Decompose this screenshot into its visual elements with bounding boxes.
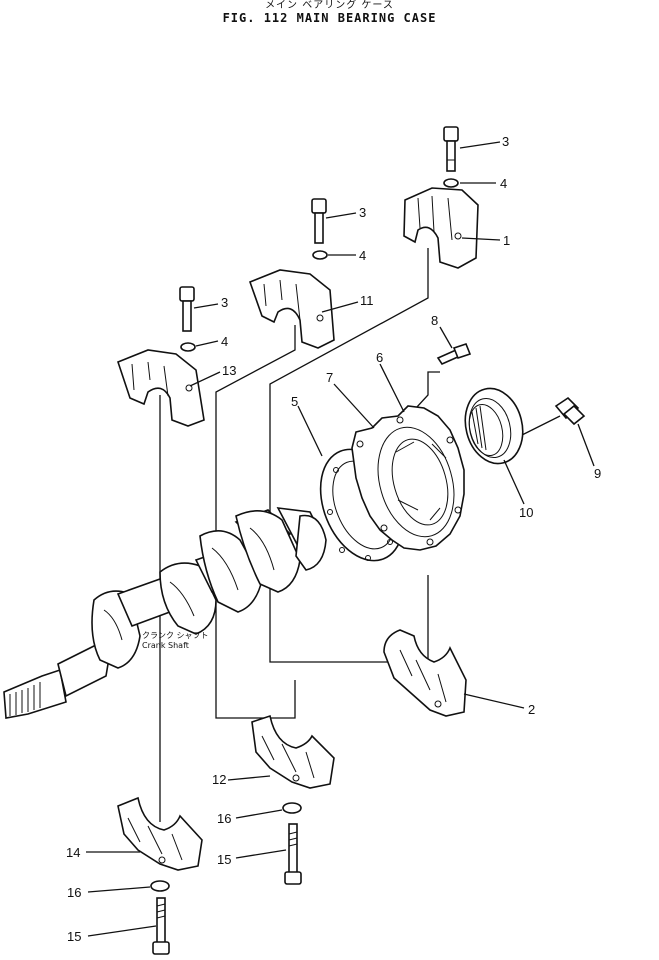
- callout-15-left: 15: [67, 929, 81, 944]
- callout-16-left: 16: [67, 885, 81, 900]
- bearing-case-6: [351, 405, 465, 551]
- callout-1: 1: [503, 233, 510, 248]
- callout-4-top: 4: [500, 176, 507, 191]
- figure-title: FIG. 112 MAIN BEARING CASE: [222, 11, 437, 25]
- callout-10: 10: [519, 505, 533, 520]
- washer-4-left: [180, 342, 196, 352]
- crankshaft-label-japanese: クランク シャフト: [142, 631, 209, 640]
- callout-8: 8: [431, 313, 438, 328]
- bolt-9: [554, 396, 586, 426]
- bolt-15-middle: [284, 823, 302, 885]
- oil-seal-10: [464, 387, 524, 465]
- crankshaft-label: Crank Shaft: [142, 641, 189, 650]
- bearing-cap-14: [117, 796, 203, 871]
- washer-4-top: [443, 178, 459, 188]
- callout-6: 6: [376, 350, 383, 365]
- bolt-3-top: [443, 126, 459, 172]
- bearing-cap-13: [117, 349, 205, 427]
- callout-4-middle: 4: [359, 248, 366, 263]
- washer-16-left: [150, 880, 170, 892]
- callout-7: 7: [326, 370, 333, 385]
- washer-16-middle: [282, 802, 302, 814]
- callout-3-middle: 3: [359, 205, 366, 220]
- callout-5: 5: [291, 394, 298, 409]
- callout-13: 13: [222, 363, 236, 378]
- bearing-cap-11: [248, 269, 335, 349]
- figure-title-japanese: メイン ベアリング ケース: [265, 0, 394, 11]
- bearing-cap-1: [403, 187, 479, 269]
- callout-numbers: 3 4 1 3 4 11 3 4 13 5 6 7 8 9 10 2 12 14…: [66, 134, 601, 944]
- bearing-cap-12: [251, 714, 335, 789]
- bearing-cap-2: [383, 629, 467, 717]
- bolt-3-left: [179, 286, 195, 332]
- callout-12: 12: [212, 772, 226, 787]
- callout-3-top: 3: [502, 134, 509, 149]
- callout-2: 2: [528, 702, 535, 717]
- callout-14: 14: [66, 845, 80, 860]
- bolt-15-left: [152, 897, 170, 955]
- callout-11: 11: [360, 293, 374, 308]
- crankshaft: [3, 507, 327, 719]
- callout-4-left: 4: [221, 334, 228, 349]
- bolt-8: [436, 343, 472, 366]
- callout-16-middle: 16: [217, 811, 231, 826]
- leader-lines: [86, 141, 595, 937]
- bolt-3-middle: [311, 198, 327, 244]
- washer-4-middle: [312, 250, 328, 260]
- callout-15-middle: 15: [217, 852, 231, 867]
- callout-3-left: 3: [221, 295, 228, 310]
- callout-9: 9: [594, 466, 601, 481]
